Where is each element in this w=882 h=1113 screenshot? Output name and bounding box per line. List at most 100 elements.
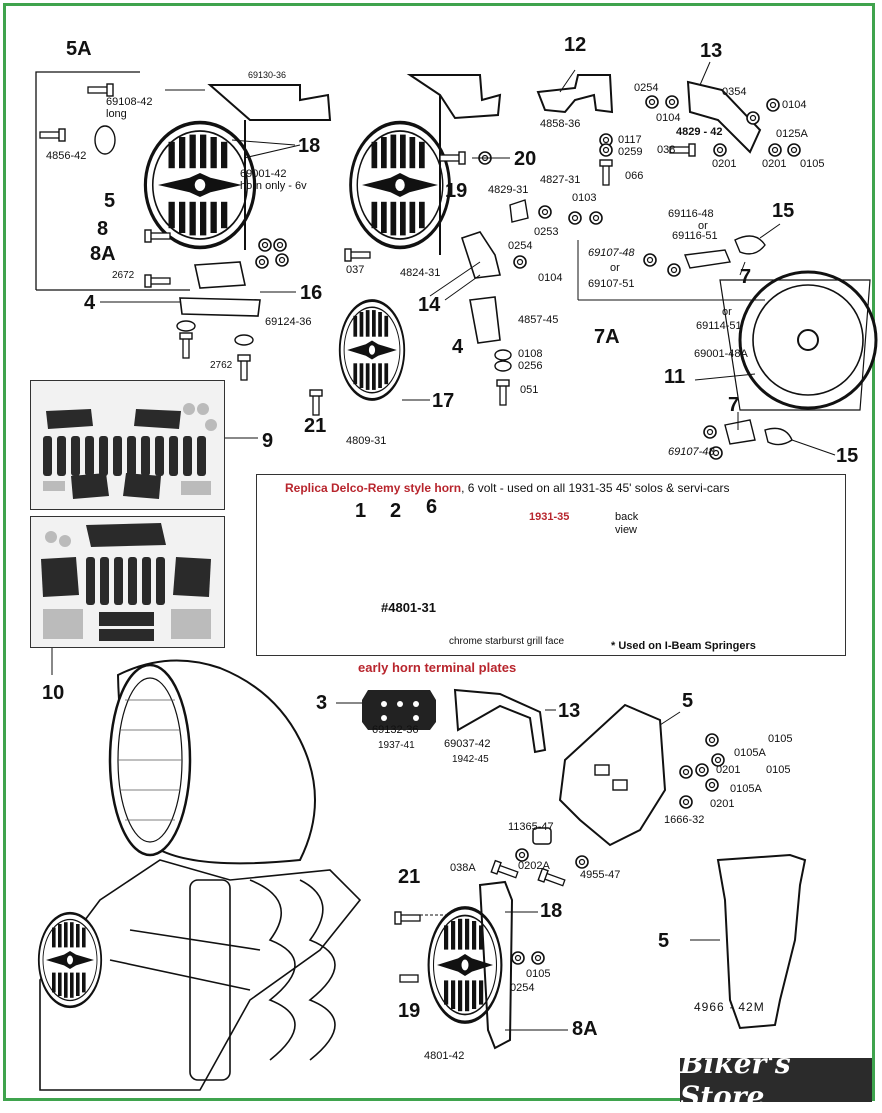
early-terminal-plates-title: early horn terminal plates — [358, 660, 517, 675]
callout-21-top: 21 — [304, 415, 327, 437]
inset-back-view-2: view — [615, 524, 638, 536]
callout-18-bottom: 18 — [540, 900, 563, 922]
callout-20: 20 — [514, 148, 537, 170]
part-0105-a: 0105 — [800, 158, 825, 170]
part-0201-a: 0201 — [712, 158, 737, 170]
part-0117: 0117 — [618, 134, 642, 146]
part-4829-42: 4829 - 42 — [676, 126, 723, 138]
part-0125A: 0125A — [776, 128, 808, 140]
part-or-3: or — [722, 306, 732, 318]
part-4856-42: 4856-42 — [46, 150, 87, 162]
callout-8: 8 — [97, 218, 109, 240]
part-0105A-b: 0105A — [730, 783, 762, 795]
callout-2: 2 — [390, 500, 402, 522]
part-0108: 0108 — [518, 348, 543, 360]
callout-5-right: 5 — [658, 930, 670, 952]
inset-title-red: Replica Delco-Remy style horn — [285, 481, 462, 495]
part-0104-b: 0104 — [782, 99, 807, 111]
kit-9-hardware — [43, 403, 217, 499]
callout-7-top: 7 — [740, 266, 752, 288]
part-2672: 2672 — [112, 270, 135, 281]
part-or-1: or — [698, 220, 708, 232]
part-0254-c: 0254 — [510, 982, 535, 994]
callout-19-bottom: 19 — [398, 1000, 421, 1022]
part-69124-36: 69124-36 — [265, 316, 312, 328]
part-4857-45: 4857-45 — [518, 314, 559, 326]
callout-15-bottom: 15 — [836, 445, 859, 467]
callout-21-bottom: 21 — [398, 866, 421, 888]
inset-back-view-1: back — [615, 511, 639, 523]
replica-horn-inset: Replica Delco-Remy style horn, 6 volt - … — [256, 474, 846, 656]
part-0202A: 0202A — [518, 860, 550, 872]
callout-6: 6 — [426, 496, 438, 518]
part-69114-51: 69114-51 — [696, 320, 742, 332]
callout-9: 9 — [262, 430, 274, 452]
part-69116-48: 69116-48 — [668, 208, 714, 220]
photo-kit-9 — [30, 380, 225, 510]
part-0254-b: 0254 — [508, 240, 533, 252]
callout-8A-bottom: 8A — [572, 1018, 598, 1040]
part-69108-42: 69108-42 — [106, 96, 153, 108]
part-4858-36: 4858-36 — [540, 118, 581, 130]
callout-4-mid: 4 — [452, 336, 464, 358]
part-066: 066 — [625, 170, 644, 182]
callout-5-bracket: 5 — [682, 690, 694, 712]
inset-grill-caption: chrome starburst grill face — [449, 636, 565, 647]
callout-7A: 7A — [594, 326, 620, 348]
callout-17: 17 — [432, 390, 455, 412]
part-4829-31: 4829-31 — [488, 184, 529, 196]
part-1942-45: 1942-45 — [452, 754, 489, 765]
part-69001-48A: 69001-48A — [694, 348, 748, 360]
page-frame — [3, 3, 875, 1101]
part-0354: 0354 — [722, 86, 747, 98]
part-4809-31: 4809-31 — [346, 435, 387, 447]
inset-part-number: #4801-31 — [381, 600, 436, 615]
part-0104-c: 0104 — [538, 272, 563, 284]
kit-10-hardware — [41, 523, 211, 641]
inset-note: * Used on I-Beam Springers — [611, 640, 756, 652]
part-051: 051 — [520, 384, 539, 396]
part-69132-36: 69132-36 — [372, 724, 419, 736]
part-horn-only: horn only - 6v — [240, 180, 307, 192]
part-0253: 0253 — [534, 226, 559, 238]
part-4966-42M: 4966 · 42M — [694, 1000, 765, 1014]
part-038: 038 — [657, 144, 676, 156]
part-69107-48-a: 69107-48 — [588, 247, 635, 259]
part-4801-42: 4801-42 — [424, 1050, 465, 1062]
inset-title: Replica Delco-Remy style horn, 6 volt - … — [285, 481, 730, 495]
part-69130-36: 69130-36 — [248, 70, 287, 80]
part-4824-31: 4824-31 — [400, 267, 441, 279]
part-69001-42: 69001-42 — [240, 168, 287, 180]
part-long: long — [106, 108, 127, 120]
callout-19-top: 19 — [445, 180, 468, 202]
part-4955-47: 4955-47 — [580, 869, 621, 881]
brand-logo: Biker's Store — [680, 1047, 872, 1113]
callout-3: 3 — [316, 692, 328, 714]
inset-title-rest: , 6 volt - used on all 1931-35 45' solos… — [461, 481, 730, 495]
part-69116-51: 69116-51 — [672, 230, 718, 242]
part-037: 037 — [346, 264, 365, 276]
callout-18-top: 18 — [298, 135, 321, 157]
part-4827-31: 4827-31 — [540, 174, 581, 186]
part-0105-d: 0105 — [526, 968, 551, 980]
inset-year: 1931-35 — [529, 511, 570, 523]
part-69037-42: 69037-42 — [444, 738, 491, 750]
photo-kit-10 — [30, 516, 225, 648]
callout-4-top: 4 — [84, 292, 96, 314]
part-11365-47: 11365-47 — [508, 821, 554, 833]
callout-13-top: 13 — [700, 40, 723, 62]
part-2762: 2762 — [210, 360, 233, 371]
part-0201-b: 0201 — [762, 158, 787, 170]
part-0256: 0256 — [518, 360, 543, 372]
callout-7-bottom: 7 — [728, 394, 740, 416]
part-or-2: or — [610, 262, 620, 274]
part-69107-48-b: 69107-48 — [668, 446, 715, 458]
part-0105-b: 0105 — [768, 733, 793, 745]
part-0254-a: 0254 — [634, 82, 659, 94]
callout-11: 11 — [664, 366, 686, 388]
callout-5A: 5A — [66, 38, 92, 60]
callout-1: 1 — [355, 500, 367, 522]
callout-16: 16 — [300, 282, 323, 304]
part-0201-c: 0201 — [716, 764, 741, 776]
part-69107-51: 69107-51 — [588, 278, 635, 290]
